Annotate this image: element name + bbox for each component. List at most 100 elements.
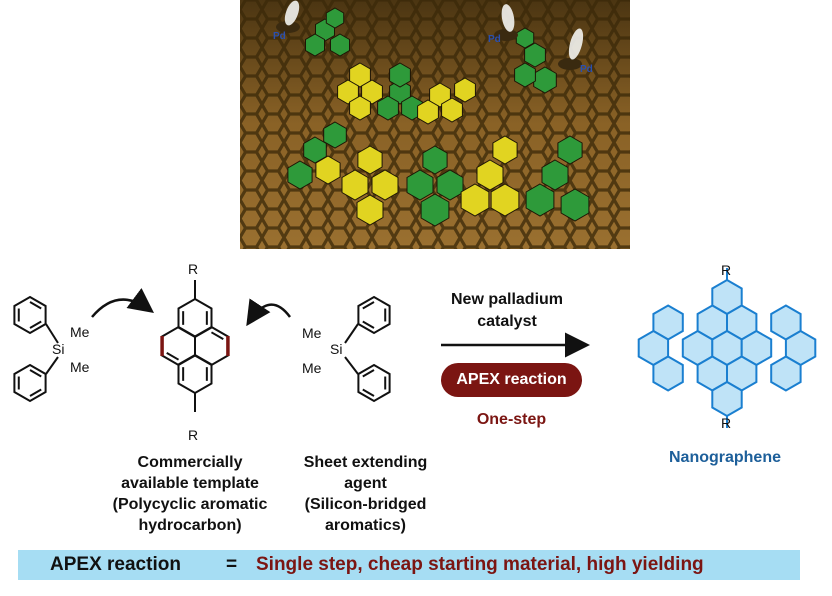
ring (13, 295, 47, 335)
hex-tile (357, 145, 383, 175)
hex-tile (389, 62, 411, 88)
banner-apex: APEX reaction (50, 554, 181, 575)
hex-tile (325, 7, 345, 29)
hex-tile (454, 77, 476, 103)
hex-tile (330, 33, 350, 57)
double-bond (362, 388, 375, 397)
bond (45, 323, 59, 344)
hex-tile (341, 169, 369, 201)
chemistry-scheme: Si Me Me R R Si Me Me R R (13, 261, 817, 443)
nanographene-label: Nanographene (668, 449, 781, 466)
me-label: Me (302, 325, 322, 341)
hex-tile (560, 188, 590, 222)
hex-tile (349, 95, 371, 121)
hex-tile (525, 183, 555, 217)
si-label-right: Si (330, 341, 342, 357)
ring (357, 363, 391, 403)
nanographene-structure (637, 268, 817, 428)
double-bond (210, 331, 224, 341)
me-label: Me (302, 360, 322, 376)
ring (711, 380, 743, 418)
double-bond (166, 351, 180, 361)
double-bond (29, 320, 42, 329)
hex-tile (436, 169, 464, 201)
template-label: Commercially available template (Polycyc… (95, 452, 285, 536)
r-label-bottom: R (188, 427, 198, 443)
hex-tile (305, 33, 325, 57)
hex-tile (429, 82, 451, 108)
apex-reaction-badge: APEX reaction (441, 363, 582, 397)
hex-tile (315, 155, 341, 185)
hex-tile (323, 121, 347, 149)
double-bond (362, 369, 375, 378)
pd-label: Pd (580, 64, 593, 75)
bee-right-top: Pd (488, 4, 518, 45)
hex-tiles (287, 7, 590, 227)
pyrene-template (160, 280, 230, 412)
ring (652, 355, 684, 392)
template-label-line: Commercially (137, 454, 243, 471)
hex-tile (377, 95, 399, 121)
bee-left: Pd (273, 0, 300, 42)
hex-tile (524, 42, 546, 68)
hex-tile (514, 62, 536, 88)
catalyst-label-line: New palladium (450, 291, 564, 308)
hex-tile (492, 135, 518, 165)
hex-tile (490, 183, 520, 217)
catalyst-label-line: catalyst (477, 313, 537, 330)
hex-tile (541, 159, 569, 191)
banner-equals: = (226, 554, 238, 575)
one-step-label: One-step (476, 411, 547, 428)
pd-label: Pd (273, 31, 286, 42)
bond (344, 356, 359, 375)
dibenzosilole-left (13, 295, 59, 403)
double-bond (29, 369, 42, 378)
hex-tile (460, 183, 490, 217)
hex-tile (420, 193, 450, 227)
me-label: Me (70, 359, 90, 375)
summary-banner: APEX reaction = Single step, cheap start… (18, 550, 800, 580)
hex-tile (337, 79, 359, 105)
curved-arrow-left (91, 288, 155, 318)
hex-tile (389, 79, 411, 105)
bond (45, 356, 59, 375)
agent-label-line: aromatics) (325, 517, 406, 534)
hex-tile (349, 62, 371, 88)
me-label: Me (70, 324, 90, 340)
hex-tile (417, 99, 439, 125)
catalyst-label: New palladium catalyst (432, 289, 582, 333)
double-bond (362, 301, 375, 310)
template-label-line: hydrocarbon) (138, 517, 242, 534)
hex-tile (371, 169, 399, 201)
ring (13, 363, 47, 403)
bee-right-bottom: Pd (558, 28, 593, 75)
template-label-line: (Polycyclic aromatic (112, 496, 268, 513)
r-label-bottom: R (721, 415, 731, 431)
hex-tile (287, 160, 313, 190)
r-label-top: R (188, 261, 198, 277)
template-label-line: available template (121, 475, 259, 492)
ring (770, 355, 802, 392)
hex-tile (406, 169, 434, 201)
banner-benefits: Single step, cheap starting material, hi… (256, 554, 704, 575)
agent-label-line: agent (344, 475, 387, 492)
hex-tile (557, 135, 583, 165)
illustration-photo: Pd Pd Pd (240, 0, 630, 249)
agent-label-line: (Silicon-bridged (304, 496, 427, 513)
r-label-top: R (721, 262, 731, 278)
hex-tile (476, 159, 504, 191)
photo-svg: Pd Pd Pd (240, 0, 630, 249)
bond (344, 323, 359, 344)
pd-label: Pd (488, 34, 501, 45)
hex-tile (356, 194, 384, 226)
si-label-left: Si (52, 341, 64, 357)
agent-label: Sheet extending agent (Silicon-bridged a… (288, 452, 443, 536)
curved-arrow-right (246, 298, 292, 327)
hex-tile (422, 145, 448, 175)
agent-label-line: Sheet extending (303, 454, 428, 471)
double-bond (29, 301, 42, 310)
hex-tile (361, 79, 383, 105)
ring (357, 295, 391, 335)
dibenzosilole-right (344, 295, 391, 403)
double-bond (29, 388, 42, 397)
